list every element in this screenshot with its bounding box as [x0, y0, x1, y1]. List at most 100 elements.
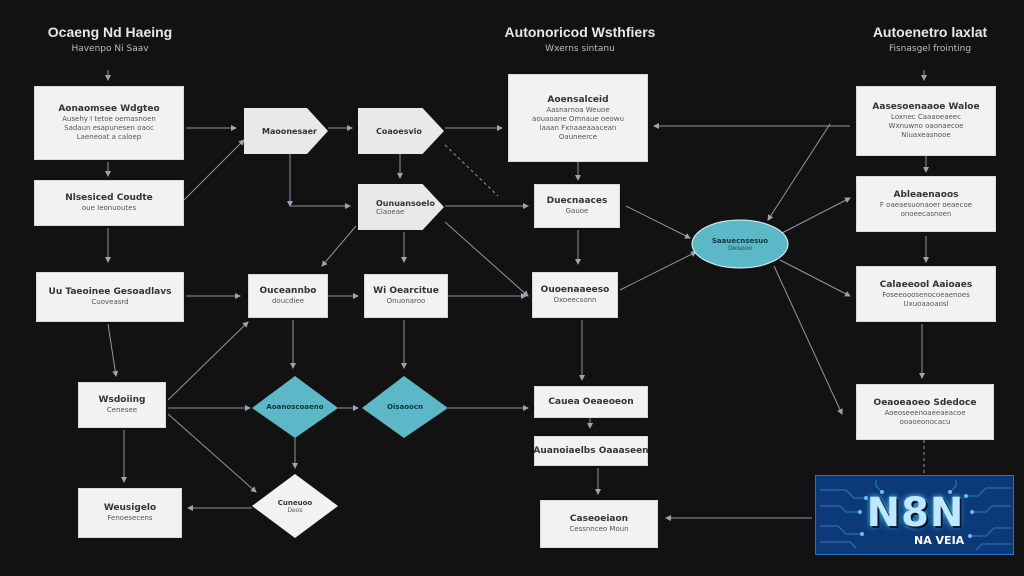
node-detail: Loxnec Caaaoeaeec — [891, 113, 961, 121]
node-detail: ooaoeonocacu — [899, 417, 951, 426]
center-box-4[interactable]: Auanoiaelbs Oaaaseen — [533, 436, 649, 466]
node-detail: oue Ieonuoutes — [81, 204, 137, 212]
node-detail: Oauneerce — [558, 132, 598, 141]
node-title: Ableaenaoos — [893, 189, 959, 200]
node-detail: Cuoveasrd — [91, 298, 129, 306]
header-right-subtitle: Fisnasgel frointing — [888, 44, 972, 54]
left-box-4[interactable]: Wsdoiing Cenesee — [78, 382, 166, 428]
connector — [444, 221, 529, 297]
node-detail: Foseeooosenocoeaenoes — [882, 290, 970, 299]
right-box-1[interactable]: Aasesoenaaoe Waloe Loxnec Caaaoeaeec Wxn… — [856, 86, 996, 156]
header-center-title: Autonoricod Wsthfiers — [504, 24, 656, 40]
node-title: Ouoenaaeeso — [540, 285, 610, 295]
node-detail: Laeneoat a caloep — [76, 133, 142, 141]
diamond-3[interactable]: Cuneuoo Deos — [252, 474, 338, 538]
mid-box-b[interactable]: Wi Oearcitue Onuonaroo — [364, 274, 448, 318]
diamond-1-shape — [252, 376, 338, 438]
header-center: Autonoricod Wsthfiers Wxerns sintanu — [480, 24, 680, 54]
n8n-logo: N8N NA VEIA — [815, 475, 1014, 555]
oval-hub-shape — [691, 219, 789, 269]
node-detail: Ciaoeae — [376, 207, 405, 216]
node-detail: Deos — [287, 506, 303, 514]
node-detail: Onuonaroo — [386, 297, 426, 305]
center-box-5[interactable]: Caseoeiaon Cessnnceo Moun — [540, 500, 658, 548]
node-detail: Fenoesecens — [107, 514, 153, 522]
connector — [767, 123, 831, 221]
node-title: Ouceannbo — [259, 286, 317, 296]
arrow-node-3[interactable]: Ounuansoelo Ciaoeae — [358, 184, 444, 230]
node-detail: Ausehy I tetoe oemasnoen — [62, 115, 156, 123]
node-title: Saauecnsesuo — [711, 236, 769, 245]
node-detail: Deisooo — [727, 244, 753, 252]
connector — [107, 323, 119, 377]
connector — [779, 259, 851, 297]
node-title: Oisaoocn — [387, 403, 423, 411]
node-title: Ounuansoelo — [376, 198, 435, 208]
node-title: Weusigelo — [103, 503, 157, 513]
node-title: Caseoeiaon — [569, 514, 629, 524]
connector — [779, 197, 851, 235]
circuit-pattern-icon — [820, 480, 1011, 551]
center-box-3[interactable]: Cauea Oeaeoeon — [534, 386, 648, 418]
right-box-3[interactable]: Calaeeool Aaioaes Foseeooosenocoeaenoes … — [856, 266, 996, 322]
mid-box-a[interactable]: Ouceannbo doucdiee — [248, 274, 328, 318]
node-detail: Cenesee — [106, 406, 138, 414]
node-title: Duecnaaces — [546, 196, 608, 206]
node-title: Oeaoeaoeo Sdedoce — [873, 397, 977, 408]
node-detail: Aoeoseeenoaeeaeacoe — [884, 408, 966, 417]
node-detail: Uxuoaaoaosl — [903, 299, 949, 308]
node-title: Aoanoscoaeno — [266, 403, 324, 411]
header-left-subtitle: Havenpo Ni Saav — [71, 44, 149, 54]
connector — [167, 413, 257, 493]
connector — [773, 265, 843, 415]
connector — [619, 251, 697, 291]
node-detail: F oaeaesuonaoer oeaecoe — [879, 200, 973, 209]
diamond-1[interactable]: Aoanoscoaeno — [252, 376, 338, 438]
connector — [183, 139, 245, 201]
left-box-5[interactable]: Weusigelo Fenoesecens — [78, 488, 182, 538]
node-detail: onoeecasnoen — [900, 209, 952, 218]
node-detail: laaan Fxnaaeaaacean — [539, 123, 617, 132]
diamond-3-shape — [252, 474, 338, 538]
node-title: Nlsesiced Coudte — [65, 193, 153, 203]
diamond-2-shape — [362, 376, 448, 438]
right-box-2[interactable]: Ableaenaoos F oaeaesuonaoer oeaecoe onoe… — [856, 176, 996, 232]
header-center-subtitle: Wxerns sintanu — [545, 44, 615, 54]
left-box-1[interactable]: Aonaomsee Wdgteo Ausehy I tetoe oemasnoe… — [34, 86, 184, 160]
right-box-4[interactable]: Oeaoeaoeo Sdedoce Aoeoseeenoaeeaeacoe oo… — [856, 384, 994, 440]
header-left-title: Ocaeng Nd Haeing — [47, 24, 173, 40]
node-detail: Oxoeecsonn — [553, 296, 597, 304]
node-title: Cauea Oeaeoeon — [548, 396, 634, 407]
node-detail: Sadaun esapunesen oaoc — [64, 124, 154, 132]
node-title: Aonaomsee Wdgteo — [58, 104, 160, 114]
center-box-2[interactable]: Ouoenaaeeso Oxoeecsonn — [532, 272, 618, 318]
oval-hub[interactable]: Saauecnsesuo Deisooo — [692, 220, 788, 268]
center-box-top[interactable]: Aoensalceid Aasnarnoa Weuoe aouaoane Omn… — [508, 74, 648, 162]
diamond-2[interactable]: Oisaoocn — [362, 376, 448, 438]
logo-text: N8N — [866, 490, 965, 536]
header-right-title: Autoenetro laxlat — [872, 24, 988, 40]
node-title: Maoonesaer — [262, 126, 318, 136]
connector — [167, 321, 249, 401]
left-box-2[interactable]: Nlsesiced Coudte oue Ieonuoutes — [34, 180, 184, 226]
node-title: Wi Oearcitue — [373, 286, 439, 296]
node-title: Coaoesvio — [376, 126, 422, 136]
arrow-node-2[interactable]: Coaoesvio — [358, 108, 444, 154]
node-title: Cuneuoo — [277, 498, 313, 507]
header-right: Autoenetro laxlat Fisnasgel frointing — [848, 24, 1012, 54]
node-title: Aoensalceid — [547, 94, 609, 105]
header-left: Ocaeng Nd Haeing Havenpo Ni Saav — [28, 24, 192, 54]
center-box-1[interactable]: Duecnaaces Gauoe — [534, 184, 620, 228]
left-box-3[interactable]: Uu Taeoinee Gesoadlavs Cuoveasrd — [36, 272, 184, 322]
node-title: Uu Taeoinee Gesoadlavs — [48, 287, 172, 297]
connector — [625, 205, 691, 239]
node-title: Calaeeool Aaioaes — [879, 279, 973, 290]
node-detail: Cessnnceo Moun — [569, 525, 629, 533]
logo-subtext: NA VEIA — [914, 534, 965, 547]
connector — [321, 225, 357, 267]
node-title: Wsdoiing — [98, 395, 146, 405]
node-detail: Wxnuwno oaonaecoe — [888, 122, 964, 130]
node-title: Auanoiaelbs Oaaaseen — [533, 445, 649, 456]
